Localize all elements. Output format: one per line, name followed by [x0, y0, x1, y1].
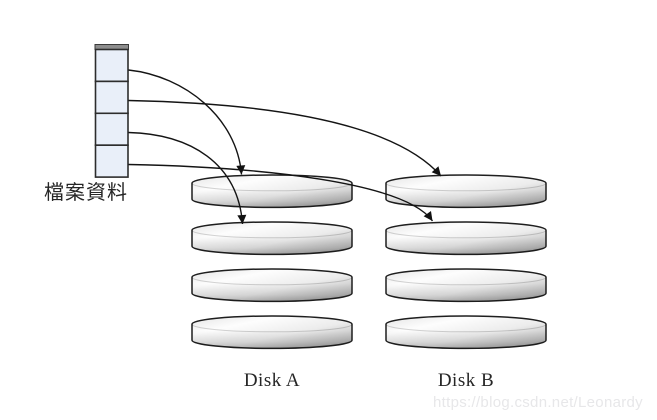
file-block-3	[94, 112, 129, 147]
disk-a-platter-4	[191, 315, 353, 350]
arrow-block1-to-disk-a-platter-1	[128, 69, 246, 175]
disk-a-platter-2	[191, 221, 353, 256]
disk-a	[191, 174, 353, 350]
disk-b-platter-2	[385, 221, 547, 256]
disk-b-platter-4	[385, 315, 547, 350]
watermark-text: https://blog.csdn.net/Leonardy	[433, 394, 643, 411]
disk-a-platter-3	[191, 268, 353, 303]
disk-a-label: Disk A	[243, 370, 301, 391]
file-data-label: 檔案資料	[44, 182, 128, 204]
disk-b-label: Disk B	[437, 370, 495, 391]
arrow-block4-to-disk-b-platter-2	[128, 163, 434, 222]
file-data-stack	[94, 44, 129, 178]
arrow-block3-to-disk-a-platter-2	[128, 131, 247, 225]
stripe-arrows	[128, 69, 442, 225]
disk-b-platter-3	[385, 268, 547, 303]
disk-b-platter-1	[385, 174, 547, 209]
file-block-2	[94, 80, 129, 115]
file-block-1	[94, 48, 129, 83]
arrow-block2-to-disk-b-platter-1	[128, 99, 442, 177]
file-block-4	[94, 144, 129, 178]
disk-b	[385, 174, 547, 350]
